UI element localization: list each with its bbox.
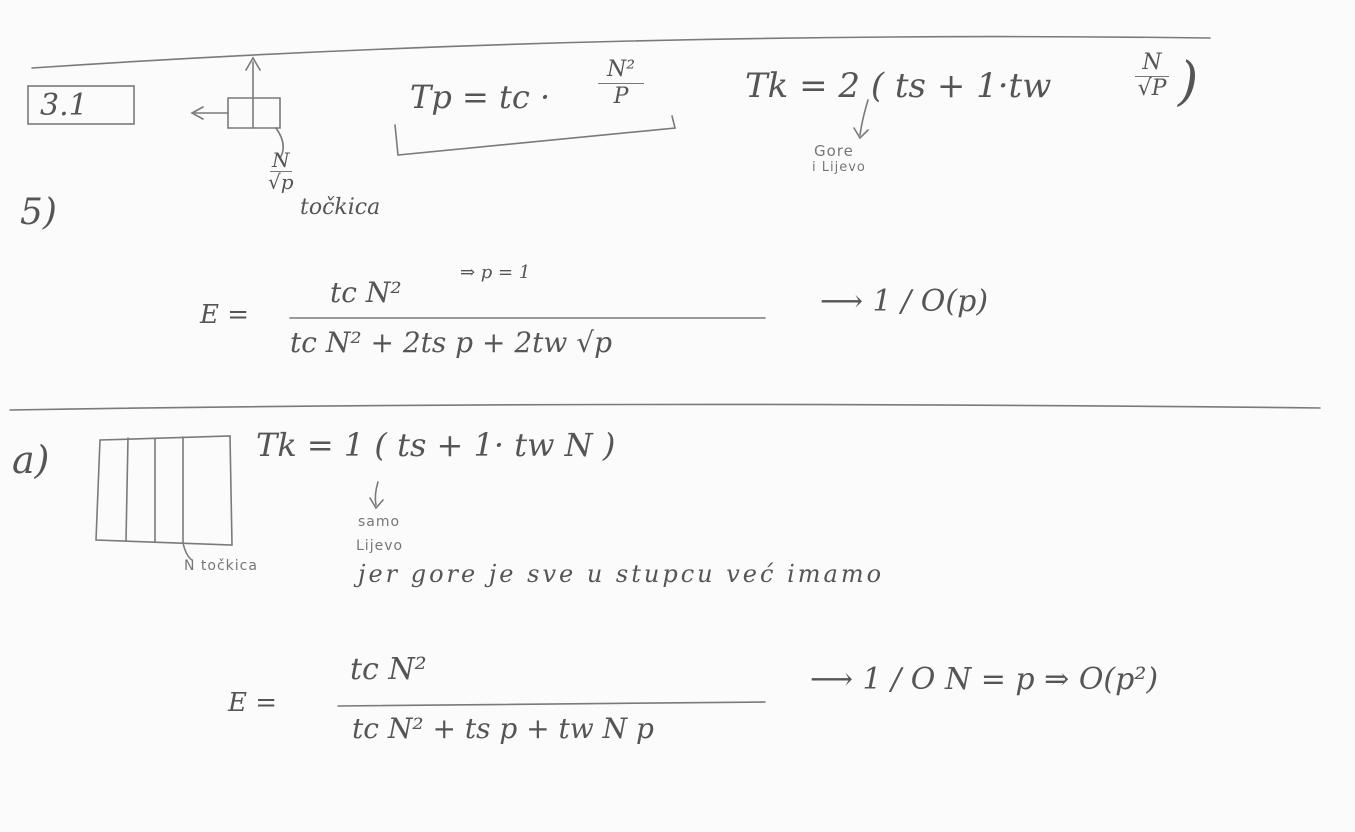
tk-a-note-1: samo [358,514,401,530]
efficiency-b-denominator: tc N² + 2ts p + 2tw √p [290,326,613,359]
efficiency-a-result: ⟶ 1 / O N = p ⇒ O(p²) [810,662,1159,697]
dots-fraction: N √p [268,150,294,192]
tk-a-formula: Tk = 1 ( ts + 1· tw N ) [256,426,616,464]
efficiency-b-result: ⟶ 1 / O(p) [820,284,989,319]
tk-formula-prefix: Tk = 2 ( ts + 1·tw [745,66,1052,106]
efficiency-a-lhs: E = [228,688,278,718]
comment-line: jer gore je sve u stupcu već imamo [358,560,885,588]
tk-fraction-num: N [1142,50,1162,75]
efficiency-b-numerator-note: ⇒ p = 1 [460,262,531,283]
efficiency-b-lhs: E = [200,300,250,330]
part-a-label: a) [12,438,50,482]
efficiency-a-numerator: tc N² [350,652,427,687]
tp-formula-lhs: Tp = tc · [410,78,551,116]
part-b-label: 5) [20,192,57,233]
grid-caption: N točkica [184,558,258,574]
efficiency-a-denominator: tc N² + ts p + tw N p [352,712,654,745]
dots-fraction-den: √p [268,170,294,194]
tk-note-2: i Lijevo [812,160,866,175]
section-label: 3.1 [40,88,88,123]
tp-fraction: N² P [598,58,644,109]
tk-a-note-2: Lijevo [356,538,404,554]
tp-fraction-num: N² [606,57,636,82]
tk-formula-suffix: ) [1178,52,1199,112]
dots-fraction-num: N [272,148,290,172]
dots-caption: točkica [300,195,381,220]
tk-note-1: Gore [814,142,854,160]
tk-fraction: N √P [1135,52,1169,100]
tk-fraction-den: √P [1137,76,1167,101]
efficiency-b-numerator: tc N² [330,276,402,309]
tp-fraction-den: P [613,84,629,109]
